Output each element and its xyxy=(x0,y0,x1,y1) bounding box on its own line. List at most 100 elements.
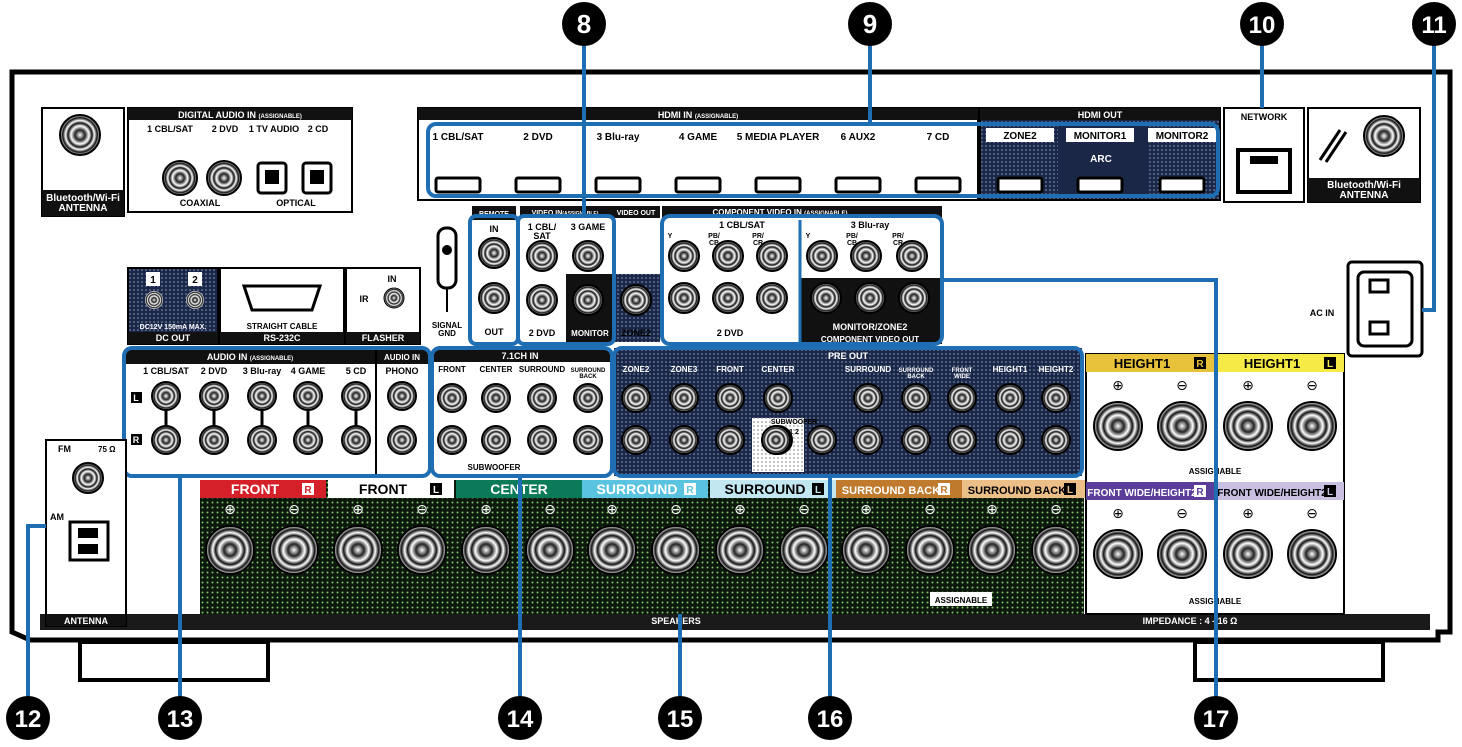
speaker-terminal-plus[interactable] xyxy=(715,525,765,575)
speaker-terminal-minus[interactable] xyxy=(651,525,701,575)
audio-in-jack-l[interactable] xyxy=(341,381,371,411)
pre-out-subwoofer-jack[interactable] xyxy=(807,425,837,455)
audio-in-jack-l[interactable] xyxy=(199,381,229,411)
speaker-terminal-minus[interactable] xyxy=(1031,525,1081,575)
hdmi-out-port[interactable] xyxy=(1158,176,1206,194)
component-in-jack[interactable] xyxy=(756,240,788,272)
ch71-jack[interactable] xyxy=(573,425,603,455)
component-out-jack[interactable] xyxy=(854,282,886,314)
hdmi-in-port[interactable] xyxy=(914,176,962,194)
audio-in-jack-r[interactable] xyxy=(293,425,323,455)
speaker-terminal-plus[interactable] xyxy=(587,525,637,575)
speaker-terminal-minus[interactable] xyxy=(397,525,447,575)
pre-out-jack[interactable] xyxy=(763,383,793,413)
speaker-terminal-plus[interactable] xyxy=(461,525,511,575)
hdmi-in-port[interactable] xyxy=(594,176,642,194)
pre-out-jack[interactable] xyxy=(621,383,651,413)
video-out-jack[interactable] xyxy=(572,284,604,316)
speaker-terminal-minus[interactable] xyxy=(905,525,955,575)
speaker-terminal-minus[interactable] xyxy=(269,525,319,575)
video-in-jack[interactable] xyxy=(526,240,558,272)
hdmi-in-port[interactable] xyxy=(434,176,482,194)
component-out-jack[interactable] xyxy=(810,282,842,314)
hdmi-in-port[interactable] xyxy=(754,176,802,194)
pre-out-jack[interactable] xyxy=(853,425,883,455)
remote-in-jack[interactable] xyxy=(478,237,510,269)
ch71-jack[interactable] xyxy=(437,383,467,413)
component-out-jack[interactable] xyxy=(898,282,930,314)
hdmi-out-port[interactable] xyxy=(996,176,1044,194)
video-out-jack[interactable] xyxy=(620,284,652,316)
phono-jack-r[interactable] xyxy=(387,425,417,455)
pre-out-jack[interactable] xyxy=(715,383,745,413)
remote-out-jack[interactable] xyxy=(478,282,510,314)
speaker-terminal-minus[interactable] xyxy=(779,525,829,575)
pre-out-jack[interactable] xyxy=(947,383,977,413)
speaker-terminal-minus[interactable] xyxy=(525,525,575,575)
ch71-jack[interactable] xyxy=(437,425,467,455)
speaker-terminal-minus[interactable] xyxy=(1287,529,1337,579)
pre-out-jack[interactable] xyxy=(621,425,651,455)
pre-out-jack[interactable] xyxy=(853,383,883,413)
ch71-jack[interactable] xyxy=(573,383,603,413)
pre-out-jack[interactable] xyxy=(995,425,1025,455)
pre-out-jack[interactable] xyxy=(995,383,1025,413)
hdmi-in-port[interactable] xyxy=(674,176,722,194)
pre-out-jack[interactable] xyxy=(901,383,931,413)
speaker-terminal-plus[interactable] xyxy=(1093,401,1143,451)
pre-out-subwoofer-jack[interactable] xyxy=(761,425,791,455)
speaker-terminal-plus[interactable] xyxy=(333,525,383,575)
ch71-jack[interactable] xyxy=(481,383,511,413)
component-in-jack[interactable] xyxy=(668,282,700,314)
audio-in-jack-r[interactable] xyxy=(151,425,181,455)
component-in-jack[interactable] xyxy=(896,240,928,272)
am-terminal[interactable] xyxy=(68,520,110,562)
speaker-terminal-plus[interactable] xyxy=(841,525,891,575)
component-in-jack[interactable] xyxy=(756,282,788,314)
component-in-jack[interactable] xyxy=(668,240,700,272)
audio-in-jack-r[interactable] xyxy=(247,425,277,455)
pre-out-jack[interactable] xyxy=(669,425,699,455)
pre-out-jack[interactable] xyxy=(669,383,699,413)
coaxial-jack-1[interactable] xyxy=(162,160,198,196)
audio-in-jack-r[interactable] xyxy=(199,425,229,455)
pre-out-jack[interactable] xyxy=(947,425,977,455)
ch71-jack[interactable] xyxy=(527,383,557,413)
speaker-terminal-plus[interactable] xyxy=(967,525,1017,575)
fm-jack[interactable] xyxy=(72,462,104,494)
video-in-jack[interactable] xyxy=(572,240,604,272)
speaker-terminal-minus[interactable] xyxy=(1157,529,1207,579)
dc-out-jack-2[interactable] xyxy=(186,291,204,309)
coaxial-jack-2[interactable] xyxy=(206,160,242,196)
hdmi-out-port[interactable] xyxy=(1076,176,1124,194)
speaker-terminal-plus[interactable] xyxy=(1223,529,1273,579)
speaker-terminal-plus[interactable] xyxy=(1093,529,1143,579)
rs232-port[interactable] xyxy=(241,284,323,312)
speaker-terminal-minus[interactable] xyxy=(1287,401,1337,451)
video-out-label: MONITOR xyxy=(571,329,609,338)
flasher-jack[interactable] xyxy=(383,287,405,309)
ch71-jack[interactable] xyxy=(481,425,511,455)
audio-in-jack-l[interactable] xyxy=(247,381,277,411)
audio-in-jack-l[interactable] xyxy=(151,381,181,411)
audio-in-jack-r[interactable] xyxy=(341,425,371,455)
pre-out-jack[interactable] xyxy=(1041,425,1071,455)
component-in-jack[interactable] xyxy=(806,240,838,272)
ch71-jack[interactable] xyxy=(527,425,557,455)
hdmi-in-port[interactable] xyxy=(514,176,562,194)
pre-out-jack[interactable] xyxy=(715,425,745,455)
speaker-terminal-plus[interactable] xyxy=(1223,401,1273,451)
component-in-jack[interactable] xyxy=(712,240,744,272)
pre-out-label: HEIGHT2 xyxy=(1039,365,1074,374)
speaker-terminal-plus[interactable] xyxy=(205,525,255,575)
speaker-terminal-minus[interactable] xyxy=(1157,401,1207,451)
component-in-jack[interactable] xyxy=(850,240,882,272)
video-in-jack[interactable] xyxy=(526,284,558,316)
hdmi-in-port[interactable] xyxy=(834,176,882,194)
pre-out-jack[interactable] xyxy=(901,425,931,455)
component-in-jack[interactable] xyxy=(712,282,744,314)
audio-in-jack-l[interactable] xyxy=(293,381,323,411)
pre-out-jack[interactable] xyxy=(1041,383,1071,413)
phono-jack-l[interactable] xyxy=(387,381,417,411)
dc-out-jack-1[interactable] xyxy=(145,291,163,309)
